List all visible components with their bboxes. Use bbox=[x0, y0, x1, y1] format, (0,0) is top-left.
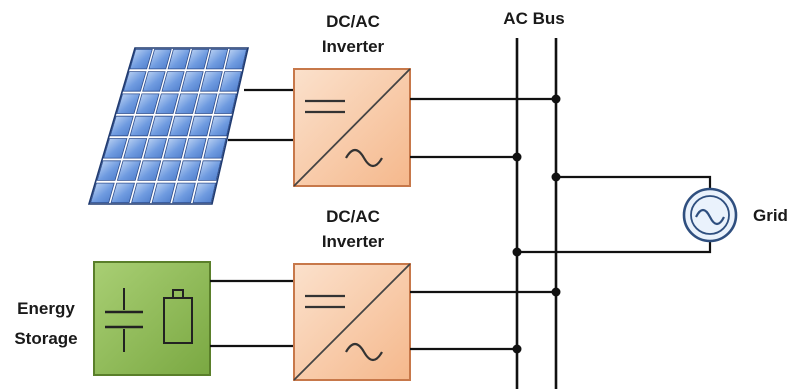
grid-wires bbox=[512, 172, 712, 257]
pv-cell bbox=[151, 182, 176, 204]
pv-cell bbox=[135, 93, 160, 114]
inverter1-label-line2: Inverter bbox=[322, 37, 385, 56]
pv-cell bbox=[148, 48, 172, 70]
pv-cell bbox=[90, 182, 115, 204]
ac-bus-label: AC Bus bbox=[503, 9, 564, 28]
pv-cell bbox=[186, 48, 210, 70]
pv-cell bbox=[142, 71, 166, 92]
pv-cell bbox=[137, 160, 162, 181]
pv-frame bbox=[87, 47, 250, 205]
pv-wires bbox=[228, 88, 294, 142]
storage-label-line2: Storage bbox=[14, 329, 77, 348]
inverter1-output-wires bbox=[410, 94, 561, 162]
grid-label: Grid bbox=[753, 206, 788, 225]
pv-cell bbox=[192, 182, 217, 204]
inverter2-label-line1: DC/AC bbox=[326, 207, 380, 226]
storage-wires bbox=[210, 279, 294, 348]
pv-cell bbox=[157, 160, 182, 181]
capacitor-battery-icon bbox=[93, 261, 211, 376]
pv-cell bbox=[103, 138, 128, 159]
pv-cell bbox=[116, 160, 142, 181]
pv-cell bbox=[208, 115, 232, 137]
pv-cell bbox=[203, 138, 227, 159]
pv-cell bbox=[155, 93, 179, 114]
pv-cell bbox=[224, 48, 248, 70]
pv-cell bbox=[172, 182, 196, 204]
pv-cell bbox=[163, 138, 187, 159]
pv-cell bbox=[174, 93, 199, 114]
pv-cell bbox=[131, 182, 156, 204]
pv-cell bbox=[129, 115, 154, 137]
pv-cell bbox=[149, 115, 173, 137]
pv-cell bbox=[200, 71, 223, 92]
pv-cell bbox=[167, 48, 191, 70]
pv-cell bbox=[197, 160, 222, 181]
pv-cell bbox=[183, 138, 207, 159]
pv-cell bbox=[123, 138, 148, 159]
pv-cell bbox=[110, 182, 136, 204]
pv-cell bbox=[213, 93, 237, 114]
pv-cell bbox=[177, 160, 202, 181]
dc-ac-inverter-icon bbox=[293, 263, 411, 381]
pv-cell bbox=[188, 115, 213, 137]
ac-bus bbox=[515, 38, 558, 389]
inverter2-label-line2: Inverter bbox=[322, 232, 385, 251]
pv-cell bbox=[143, 138, 168, 159]
pv-cell bbox=[116, 93, 141, 114]
pv-cell bbox=[122, 71, 147, 92]
storage-label-line1: Energy bbox=[17, 299, 75, 318]
pv-cell bbox=[205, 48, 229, 70]
pv-cell bbox=[96, 160, 122, 181]
dc-ac-inverter-icon bbox=[293, 68, 411, 187]
pv-cell bbox=[169, 115, 193, 137]
solar-panel-icon bbox=[87, 47, 250, 205]
pv-cell bbox=[219, 71, 242, 92]
pv-cell bbox=[129, 48, 153, 70]
pv-cell bbox=[180, 71, 204, 92]
inverter2-output-wires bbox=[410, 287, 561, 354]
ac-source-icon bbox=[682, 187, 738, 243]
pv-cell bbox=[194, 93, 218, 114]
inverter1-label-line1: DC/AC bbox=[326, 12, 380, 31]
pv-cell bbox=[109, 115, 134, 137]
pv-cell bbox=[161, 71, 185, 92]
